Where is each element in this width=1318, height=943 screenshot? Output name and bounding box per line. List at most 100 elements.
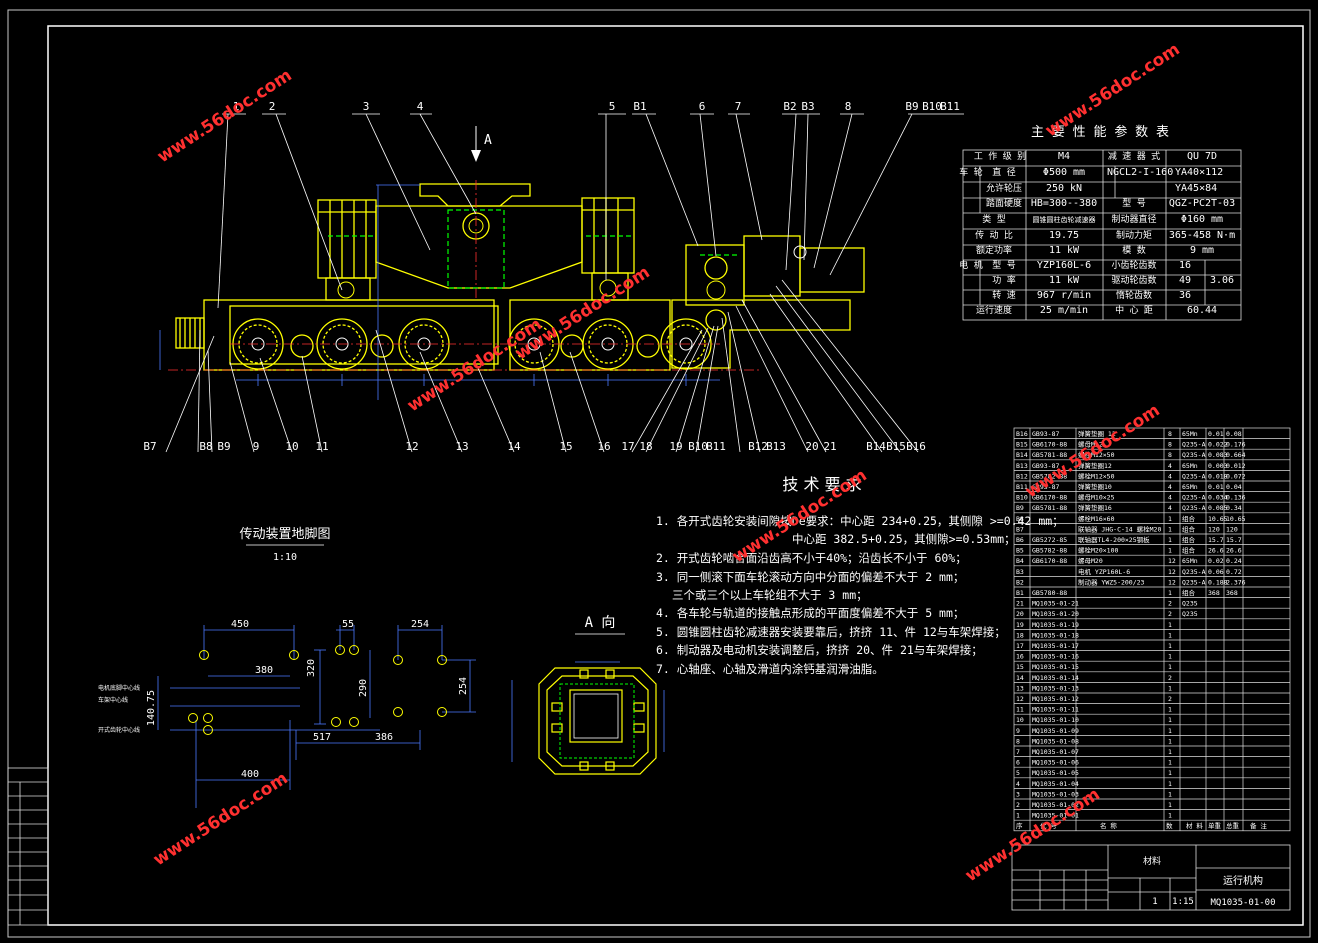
bom-cell: 1 <box>1168 663 1172 671</box>
part-label-top: 6 <box>699 100 706 113</box>
bom-cell: 10 <box>1016 716 1024 724</box>
bom-cell: 8 <box>1168 451 1172 459</box>
bom-cell: 9 <box>1016 727 1020 735</box>
tech-req-line: 中心距 382.5+0.25，其侧隙>=0.53mm； <box>792 532 1016 546</box>
bom-cell: 螺栓M16×60 <box>1078 514 1115 523</box>
spec-value: 11 kW <box>1049 245 1080 256</box>
bom-cell: 1 <box>1168 812 1172 820</box>
spec-value: 967 r/min <box>1037 290 1091 301</box>
watermark-text: www.56doc.com <box>404 314 546 416</box>
bom-cell: 电机 YZP160L-6 <box>1078 567 1130 576</box>
bom-cell: B11 <box>1016 483 1028 491</box>
watermark-text: www.56doc.com <box>962 784 1104 886</box>
spec-label: 驱动轮齿数 <box>1111 274 1156 286</box>
bom-cell: B14 <box>1016 451 1028 459</box>
part-label-bottom: B15 <box>886 440 906 453</box>
bom-cell: 1 <box>1168 547 1172 555</box>
bom-cell: Q235 <box>1182 600 1198 608</box>
bom-cell: Q235-A <box>1182 451 1206 459</box>
spec-label: 制动器直径 <box>1111 213 1156 225</box>
main-dim-lines <box>159 184 720 400</box>
spec-value: Φ160 mm <box>1181 214 1223 225</box>
bom-cell: MQ1035-01-14 <box>1032 674 1079 682</box>
bom-cell: MQ1035-01-11 <box>1032 706 1079 714</box>
part-label-top: B1 <box>633 100 646 113</box>
spec-value: YA45×84 <box>1175 183 1217 194</box>
material-label: 材料 <box>1143 855 1161 867</box>
spec-value: 19.75 <box>1049 230 1079 241</box>
bom-cell: 0.664 <box>1226 451 1246 459</box>
technical-requirements: 技 术 要 求 1. 各开式齿轮安装间隙按De要求：中心距 234+0.25，其… <box>656 475 1064 676</box>
spec-label: 惰轮齿数 <box>1116 289 1152 301</box>
dimension-value: 386 <box>375 732 393 743</box>
bom-header-cell: 备 注 <box>1250 821 1267 830</box>
bom-cell: 0.188 <box>1208 578 1228 586</box>
part-label-top: 1 <box>233 100 240 113</box>
part-label-bottom: B9 <box>217 440 230 453</box>
bom-cell: 0.136 <box>1226 494 1246 502</box>
bom-cell: MQ1035-01-20 <box>1032 610 1079 618</box>
foot-plan-title: 传动装置地脚图 <box>239 526 330 542</box>
spec-label: 圆锥圆柱齿轮减速器 <box>1033 215 1096 224</box>
bom-header-cell: 数 <box>1166 821 1173 830</box>
view-arrow-label: A <box>484 133 492 148</box>
dimension-value: 290 <box>358 679 369 697</box>
bom-cell: 3 <box>1016 790 1020 798</box>
bom-cell: 8 <box>1168 441 1172 449</box>
spec-label: 直 径 <box>992 166 1015 178</box>
bom-cell: 26.6 <box>1208 547 1224 555</box>
bom-cell: B7 <box>1016 525 1024 533</box>
bom-cell: B4 <box>1016 557 1024 565</box>
bom-header-cell: 单重 <box>1208 821 1222 830</box>
bom-cell: 0.34 <box>1226 504 1242 512</box>
bom-cell: MQ1035-01-09 <box>1032 727 1079 735</box>
bom-cell: MQ1035-01-21 <box>1032 600 1079 608</box>
bom-cell: MQ1035-01-15 <box>1032 663 1079 671</box>
part-label-top: 5 <box>609 100 616 113</box>
bom-cell: 1 <box>1168 780 1172 788</box>
spec-label: 踏面硬度 <box>986 197 1022 209</box>
part-label-bottom: 13 <box>455 440 468 453</box>
spec-label: 传 动 比 <box>975 229 1013 241</box>
inner-frame <box>47 25 1304 926</box>
bom-cell: GB5780-88 <box>1032 589 1067 597</box>
bom-cell: 组合 <box>1182 514 1196 523</box>
bom-cell: Q235-A <box>1182 494 1206 502</box>
bom-cell: MQ1035-01-04 <box>1032 780 1079 788</box>
bom-header-cell: 材 料 <box>1186 821 1203 830</box>
part-label-bottom: B7 <box>143 440 156 453</box>
part-label-bottom: B14 <box>866 440 886 453</box>
spec-value: 9 mm <box>1190 245 1214 256</box>
bom-cell: 65Mn <box>1182 430 1198 438</box>
bom-cell: 0.022 <box>1208 441 1228 449</box>
bom-cell: 螺母M10×25 <box>1078 493 1115 502</box>
bom-cell: 4 <box>1168 504 1172 512</box>
tech-req-line: 4. 各车轮与轨道的接触点形成的平面度偏差不大于 5 mm； <box>656 606 964 620</box>
tech-req-line: 三个或三个以上车轮组不大于 3 mm； <box>672 588 868 602</box>
dimension-value: 55 <box>342 619 354 630</box>
bom-cell: 4 <box>1168 462 1172 470</box>
bom-cell: MQ1035-01-19 <box>1032 621 1079 629</box>
part-label-bottom: B8 <box>199 440 212 453</box>
bom-cell: 2 <box>1168 674 1172 682</box>
foot-plan-dim-lines <box>157 625 476 808</box>
bom-cell: B10 <box>1016 494 1028 502</box>
part-label-bottom: B12 <box>748 440 768 453</box>
bom-cell: 10.65 <box>1226 515 1246 523</box>
bom-cell: 18 <box>1016 631 1024 639</box>
part-label-bottom: 19 <box>669 440 682 453</box>
bom-cell: 1 <box>1168 769 1172 777</box>
part-label-bottom: 14 <box>507 440 521 453</box>
bom-cell: GB5272-85 <box>1032 536 1067 544</box>
part-label-top: 4 <box>417 100 424 113</box>
bom-cell: MQ1035-01-12 <box>1032 695 1079 703</box>
view-a-title: A 向 <box>585 615 616 631</box>
bom-cell: 弹簧垫圈12 <box>1078 461 1112 470</box>
bom-cell: B8 <box>1016 515 1024 523</box>
